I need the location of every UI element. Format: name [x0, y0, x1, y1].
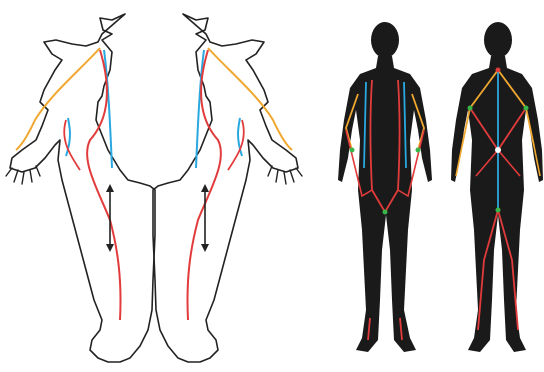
red-line-right-2	[228, 120, 244, 170]
silhouette-back-view	[338, 22, 432, 352]
red-line-left-2	[64, 120, 80, 170]
yellow-line-left	[16, 48, 100, 150]
yellow-line-right	[208, 48, 292, 150]
silhouette-figures-panel	[338, 22, 543, 352]
outline-figures-panel	[6, 14, 302, 362]
silhouette-front-view	[451, 22, 543, 352]
